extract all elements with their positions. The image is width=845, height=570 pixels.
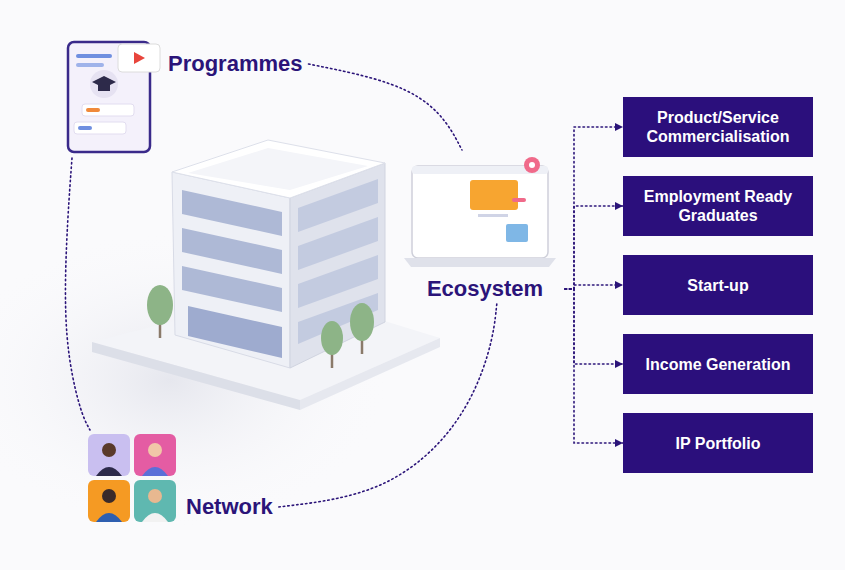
rating-mark [86, 108, 100, 112]
section-label: Programmes [62, 38, 309, 158]
dotted-connector [565, 127, 623, 289]
section-label: Ecosystem [405, 150, 565, 302]
text-line [76, 54, 112, 58]
dotted-connector [565, 206, 623, 289]
person-head [148, 443, 162, 457]
laptop-icon [404, 157, 556, 267]
window-band [182, 228, 282, 274]
roof-inner [188, 148, 368, 190]
dotted-connector [279, 302, 497, 507]
laptop-base [404, 258, 556, 267]
document-card [68, 42, 150, 152]
gear-symbol [524, 157, 540, 173]
network-icon [88, 434, 176, 522]
content-line [478, 214, 508, 217]
laptop-screen [412, 166, 548, 258]
person-body [96, 513, 122, 522]
outcome-box: Start-up [623, 255, 813, 315]
box-text: Product/Service Commercialisation [633, 108, 803, 146]
person-body [142, 513, 168, 522]
tree-crown [321, 321, 343, 355]
box-text: Start-up [687, 276, 748, 295]
outcome-box: Income Generation [623, 334, 813, 394]
puzzle-piece [88, 434, 130, 476]
tree-crown [147, 285, 173, 325]
play-symbol [134, 52, 145, 64]
left-windows [182, 190, 282, 358]
dotted-connector [65, 158, 90, 430]
outcome-box: Employment Ready Graduates [623, 176, 813, 236]
video-tab [118, 44, 160, 72]
rating-mark [78, 126, 92, 130]
dotted-connector [309, 64, 462, 150]
person-body [96, 467, 122, 476]
rating-card [74, 122, 126, 134]
section-label: Network [84, 430, 279, 522]
outcome-box: Product/Service Commercialisation [623, 97, 813, 157]
section-title: Network [186, 494, 273, 520]
puzzle-piece [134, 480, 176, 522]
outcome-box: IP Portfolio [623, 413, 813, 473]
box-text: IP Portfolio [675, 434, 760, 453]
person-body [142, 467, 168, 476]
section-title: Ecosystem [405, 276, 565, 302]
building-right-face [290, 163, 385, 368]
graduation-cap [98, 85, 110, 91]
rating-card [82, 104, 134, 116]
section-title: Programmes [168, 51, 303, 77]
content-box [506, 224, 528, 242]
gear-hole [529, 162, 535, 168]
cap-badge [90, 70, 118, 98]
content-card [470, 180, 518, 210]
person-head [102, 489, 116, 503]
person-head [148, 489, 162, 503]
window-band [182, 190, 282, 236]
box-text: Income Generation [646, 355, 791, 374]
puzzle-piece [88, 480, 130, 522]
right-windows [298, 179, 378, 344]
programmes-icon [68, 42, 160, 152]
text-line [76, 63, 104, 67]
trees [147, 285, 374, 368]
dotted-connector [565, 289, 623, 443]
content-line [512, 198, 526, 202]
window-band [182, 266, 282, 312]
person-head [102, 443, 116, 457]
building-left-face [172, 172, 290, 368]
entrance [188, 306, 282, 358]
box-text: Employment Ready Graduates [633, 187, 803, 225]
puzzle-piece [134, 434, 176, 476]
tree-crown [350, 303, 374, 341]
